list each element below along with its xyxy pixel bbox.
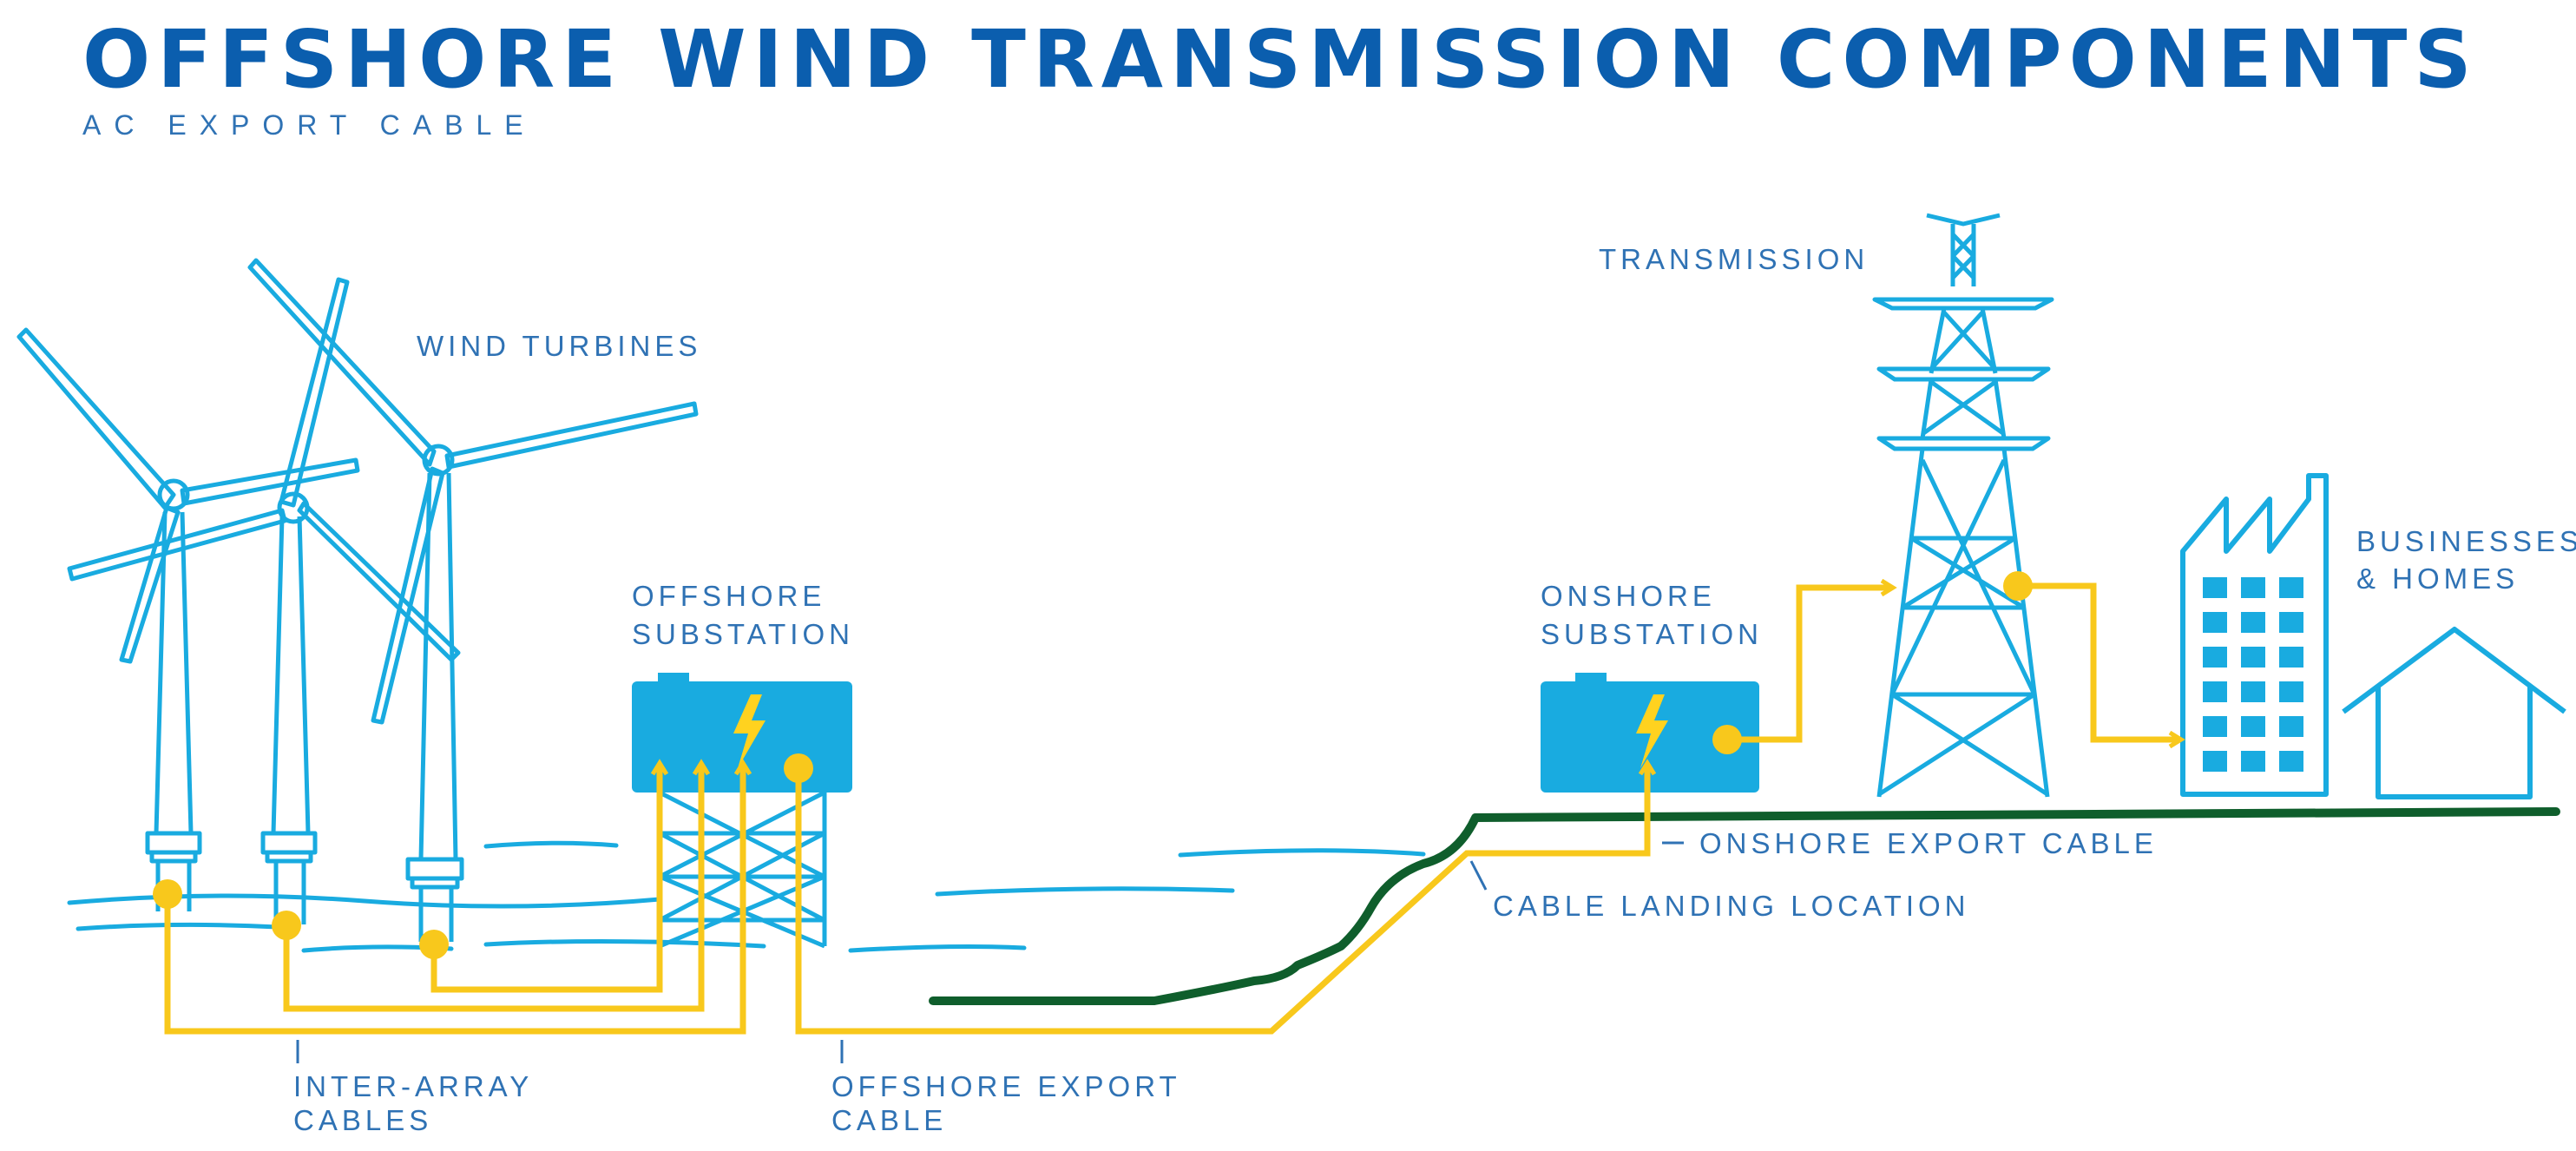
label-transmission: TRANSMISSION <box>1599 243 1869 275</box>
lightning-icon <box>733 694 766 768</box>
diagram-subtitle: AC EXPORT CABLE <box>82 109 536 141</box>
building-window <box>2241 751 2265 772</box>
inter-array-cable <box>283 764 701 1012</box>
offshore-export-cable <box>795 764 1647 1035</box>
building-window <box>2279 716 2303 737</box>
building-window <box>2203 612 2227 633</box>
label-businesses-homes: BUSINESSES <box>2356 525 2576 557</box>
label-offshore-export-cable: OFFSHORE EXPORT <box>831 1070 1181 1102</box>
label-offshore-substation: SUBSTATION <box>632 618 854 650</box>
building-window <box>2241 577 2265 598</box>
cable-endpoints <box>153 571 2033 959</box>
ocean-waves <box>67 840 1426 953</box>
building-window <box>2279 751 2303 772</box>
inter-array-cable <box>430 764 660 993</box>
onshore-to-transmission-cable <box>1727 588 1892 743</box>
label-inter-array-cables: INTER-ARRAY <box>293 1070 533 1102</box>
label-offshore-substation: OFFSHORE <box>632 580 825 612</box>
building-window <box>2203 751 2227 772</box>
building-window <box>2279 577 2303 598</box>
transmission-to-building-cable <box>2018 582 2180 740</box>
transmission-tower-icon <box>1872 213 2054 798</box>
leader-lines <box>296 841 1684 1063</box>
building-window <box>2203 577 2227 598</box>
cables <box>164 582 2180 1035</box>
onshore-substation-icon <box>1541 673 1759 793</box>
label-onshore-substation: ONSHORE <box>1541 580 1716 612</box>
label-cable-landing-location: CABLE LANDING LOCATION <box>1493 890 1970 922</box>
lightning-icon <box>1636 694 1668 768</box>
building-window <box>2241 716 2265 737</box>
label-businesses-homes: & HOMES <box>2356 562 2519 595</box>
land-shoreline <box>929 807 2560 1005</box>
building-window <box>2279 647 2303 668</box>
building-window <box>2203 716 2227 737</box>
building-window <box>2279 612 2303 633</box>
label-onshore-export-cable: ONSHORE EXPORT CABLE <box>1699 827 2158 859</box>
building-window <box>2203 647 2227 668</box>
building-window <box>2241 647 2265 668</box>
label-onshore-substation: SUBSTATION <box>1541 618 1763 650</box>
building-icon <box>2180 473 2329 797</box>
wind-turbine-icon <box>16 258 699 942</box>
label-wind-turbines: WIND TURBINES <box>417 330 701 362</box>
building-window <box>2241 612 2265 633</box>
label-inter-array-cables: CABLES <box>293 1104 432 1136</box>
inter-array-cable <box>164 764 743 1035</box>
building-window <box>2279 681 2303 702</box>
label-offshore-export-cable: CABLE <box>831 1104 947 1136</box>
house-icon <box>2342 627 2566 799</box>
building-window <box>2203 681 2227 702</box>
building-window <box>2241 681 2265 702</box>
diagram-title: OFFSHORE WIND TRANSMISSION COMPONENTS <box>82 13 2479 106</box>
